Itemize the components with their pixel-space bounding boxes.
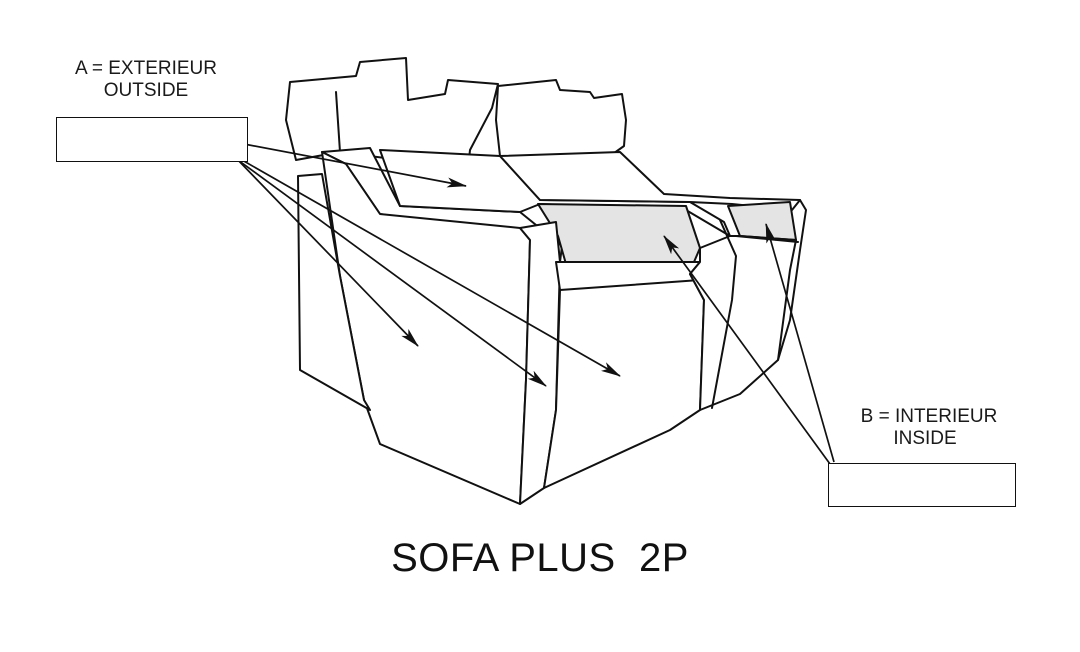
arrow-b-1 xyxy=(663,235,831,465)
seat-top-middle xyxy=(379,149,731,237)
label-a-line1: A = EXTERIEUR xyxy=(74,58,218,79)
label-b-line1: B = INTERIEUR xyxy=(860,406,998,427)
back-panel xyxy=(297,173,371,411)
seat-top-right xyxy=(499,151,801,211)
front-body-divider xyxy=(559,279,701,291)
right-outer-edge xyxy=(777,199,807,361)
label-b-line2: INSIDE xyxy=(893,428,957,449)
arrow-a-2 xyxy=(235,157,419,347)
left-cushion-front xyxy=(335,91,341,153)
arrow-b-2 xyxy=(765,223,835,463)
diagram-title: SOFA PLUS 2P xyxy=(391,536,689,580)
arrow-a-4 xyxy=(241,159,621,377)
arrow-a-3 xyxy=(237,159,547,387)
label-b-box xyxy=(828,463,1016,507)
right-strip xyxy=(711,219,737,409)
label-a-box xyxy=(56,117,248,162)
label-a-line2: OUTSIDE xyxy=(103,80,189,101)
arrow-a-1 xyxy=(243,143,467,188)
